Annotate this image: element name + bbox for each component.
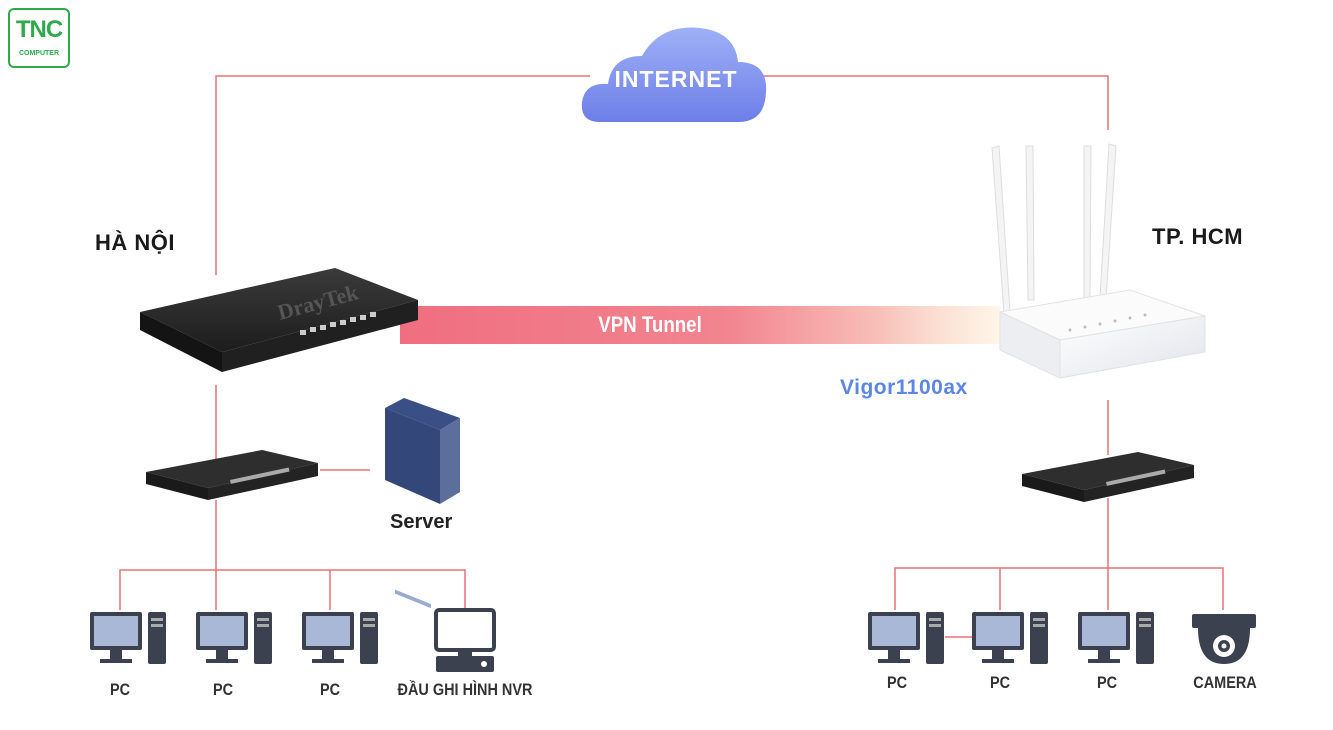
pc-icon-hn-2	[196, 612, 272, 664]
line-bus-hcm	[894, 567, 1224, 610]
site-label-hanoi: HÀ NỘI	[95, 230, 175, 255]
server-label: Server	[390, 511, 453, 533]
vpn-tunnel	[400, 306, 1000, 344]
logo-subtext: COMPUTER	[18, 50, 60, 57]
router-hcm-icon	[991, 143, 1206, 379]
logo-text: TNC	[15, 16, 63, 43]
endpoint-label-hcm-1: PC	[886, 673, 908, 692]
pc-icon-hcm-3	[1078, 612, 1154, 664]
pc-icon-hcm-2	[972, 612, 1048, 664]
router-hanoi-icon: DrayTek	[140, 268, 418, 372]
line-hanoi-internet	[215, 75, 590, 275]
pc-icon-hn-1	[90, 612, 166, 664]
endpoint-label-hn-1: PC	[109, 680, 131, 699]
endpoint-label-hcm-4: CAMERA	[1193, 673, 1257, 692]
server-icon	[385, 398, 460, 609]
endpoint-label-hn-4: ĐẦU GHI HÌNH NVR	[397, 680, 533, 699]
internet-cloud-icon	[581, 27, 767, 122]
connection-lines	[119, 75, 1224, 638]
internet-label: INTERNET	[614, 66, 738, 92]
switch-hcm-icon	[1022, 452, 1194, 502]
pc-icon-hn-3	[302, 612, 378, 664]
switch-hanoi-icon	[146, 450, 318, 500]
router-model-label: Vigor1100ax	[840, 376, 968, 399]
endpoint-label-hcm-2: PC	[989, 673, 1011, 692]
endpoint-label-hcm-3: PC	[1096, 673, 1118, 692]
tnc-logo: TNC COMPUTER	[8, 8, 70, 68]
site-label-hcm: TP. HCM	[1152, 224, 1244, 249]
endpoint-label-hn-3: PC	[319, 680, 341, 699]
camera-icon	[1192, 614, 1256, 664]
line-bus-hn	[119, 569, 466, 610]
endpoint-label-hn-2: PC	[212, 680, 234, 699]
nvr-icon	[434, 608, 496, 672]
line-hcm-internet	[760, 75, 1109, 130]
pc-icon-hcm-1	[868, 612, 944, 664]
vpn-tunnel-label: VPN Tunnel	[598, 312, 702, 337]
